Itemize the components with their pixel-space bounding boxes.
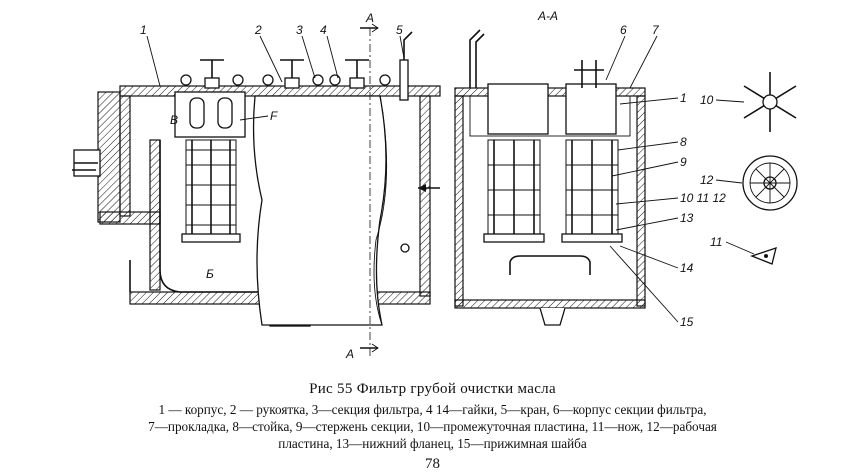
section-title: А-А bbox=[537, 9, 558, 23]
label-13: 13 bbox=[680, 211, 694, 225]
label-4: 4 bbox=[320, 23, 327, 37]
detail-parts bbox=[715, 72, 798, 265]
label-8: 8 bbox=[680, 135, 687, 149]
label-section-bottom: А bbox=[345, 347, 354, 361]
label-section-top: А bbox=[365, 11, 374, 25]
filter-stack-right bbox=[483, 139, 623, 243]
figure-legend-line: пластина, 13—нижний фланец, 15—прижимная… bbox=[278, 436, 587, 451]
label-3: 3 bbox=[296, 23, 303, 37]
label-12: 12 bbox=[700, 173, 714, 187]
leaders-right bbox=[605, 35, 679, 323]
plate-10-icon bbox=[743, 72, 797, 132]
label-5: 5 bbox=[396, 23, 403, 37]
label-6: 6 bbox=[620, 23, 627, 37]
label-7: 7 bbox=[652, 23, 660, 37]
knife-11-icon bbox=[750, 247, 777, 265]
page-number: 78 bbox=[425, 456, 440, 472]
right-view bbox=[454, 29, 646, 326]
plate-12-icon bbox=[742, 155, 798, 211]
figure-caption-title: Рис 55 Фильтр грубой очистки масла bbox=[309, 381, 556, 397]
leaders-left bbox=[146, 35, 405, 121]
filter-stack-left bbox=[181, 139, 241, 243]
label-9: 9 bbox=[680, 155, 687, 169]
label-1-right: 1 bbox=[680, 91, 687, 105]
label-2: 2 bbox=[254, 23, 262, 37]
label-b: Б bbox=[206, 267, 214, 281]
label-1: 1 bbox=[140, 23, 147, 37]
left-view bbox=[72, 23, 441, 356]
label-11: 11 bbox=[710, 235, 722, 249]
label-10: 10 bbox=[700, 93, 714, 107]
filter-drawing: 1 2 3 4 5 А А В F Б А-А 6 7 1 8 9 10 11 … bbox=[72, 9, 798, 361]
label-f: F bbox=[270, 109, 278, 123]
handles-left bbox=[180, 59, 391, 89]
figure-legend-line: 7—прокладка, 8—стойка, 9—стержень секции… bbox=[148, 419, 717, 434]
figure-legend-line: 1 — корпус, 2 — рукоятка, 3—секция фильт… bbox=[158, 402, 707, 417]
label-v: В bbox=[170, 113, 178, 127]
label-14: 14 bbox=[680, 261, 694, 275]
label-10-11-12: 10 11 12 bbox=[680, 191, 726, 205]
label-15: 15 bbox=[680, 315, 694, 329]
